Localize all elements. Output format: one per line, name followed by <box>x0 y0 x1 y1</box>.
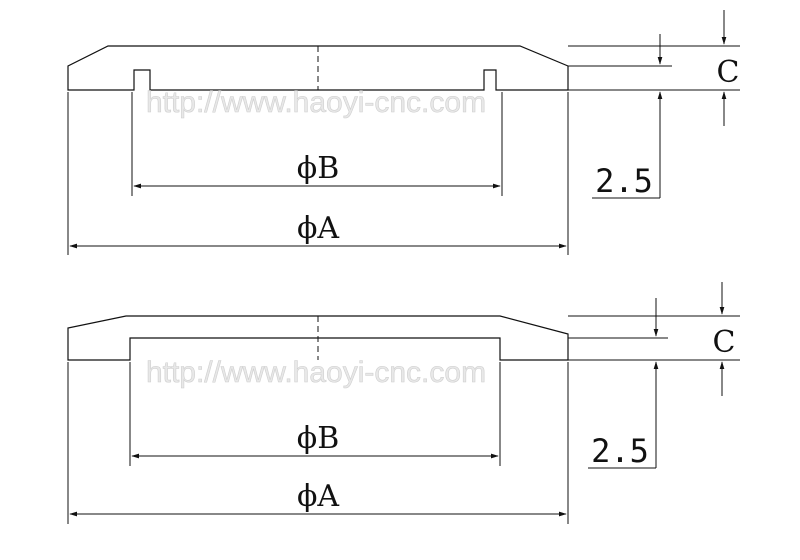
watermark-1: http://www.haoyi-cnc.com <box>146 86 486 119</box>
dim-label-thickness-1: 2.5 <box>595 162 653 200</box>
dim-label-b-1: ϕB <box>297 151 340 186</box>
dim-label-a-2: ϕA <box>297 479 339 514</box>
gasket-section-1 <box>67 45 569 91</box>
figure-2: ϕB ϕA 2.5 C http://www.haoyi-cnc.com <box>67 282 740 524</box>
dim-label-c-1: C <box>717 55 740 90</box>
dim-label-thickness-2: 2.5 <box>591 432 649 470</box>
dim-label-c-2: C <box>713 325 736 360</box>
dim-label-b-2: ϕB <box>297 421 340 456</box>
figure-1: ϕB ϕA 2.5 C http://www.haoyi-cnc.com <box>67 10 740 255</box>
watermark-2: http://www.haoyi-cnc.com <box>146 356 486 389</box>
gasket-section-2 <box>67 315 569 361</box>
dim-label-a-1: ϕA <box>297 211 339 246</box>
